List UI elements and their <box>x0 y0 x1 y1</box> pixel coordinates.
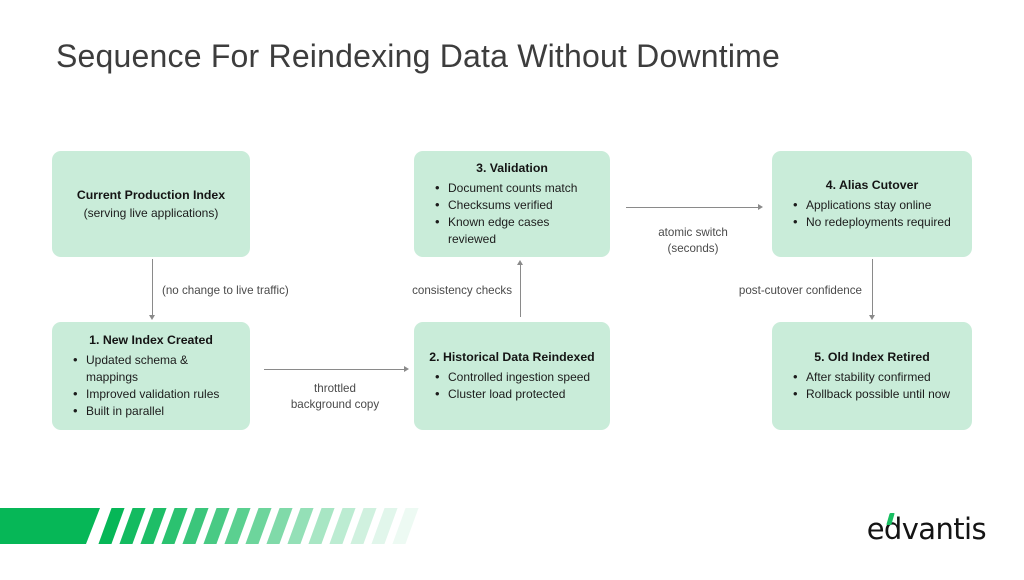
stripe <box>392 508 419 544</box>
logo-wordmark: edvantis <box>866 512 987 546</box>
connector-new-to-historical-line <box>264 369 406 370</box>
box-bullet-list: Updated schema & mappings Improved valid… <box>64 351 238 421</box>
list-item: Checksums verified <box>435 196 598 214</box>
box-alias-cutover: 4. Alias Cutover Applications stay onlin… <box>772 151 972 257</box>
connector-validation-to-alias-arrowhead <box>758 204 763 210</box>
box-bullet-list: Controlled ingestion speed Cluster load … <box>426 368 598 404</box>
box-title: 2. Historical Data Reindexed <box>429 350 595 365</box>
list-item: Built in parallel <box>73 402 238 420</box>
box-bullet-list: Applications stay online No redeployment… <box>784 196 960 232</box>
list-item: Document counts match <box>435 179 598 197</box>
list-item: Rollback possible until now <box>793 385 960 403</box>
page-title: Sequence For Reindexing Data Without Dow… <box>56 38 781 74</box>
box-current-production-index: Current Production Index (serving live a… <box>52 151 250 257</box>
connector-label-post-cutover-confidence: post-cutover confidence <box>738 284 862 297</box>
list-item: Controlled ingestion speed <box>435 368 598 386</box>
connector-label-consistency-checks: consistency checks <box>412 284 512 297</box>
list-item: Applications stay online <box>793 196 960 214</box>
connector-validation-to-alias-line <box>626 207 760 208</box>
list-item: After stability confirmed <box>793 368 960 386</box>
connector-alias-to-retired-arrowhead <box>869 315 875 320</box>
connector-new-to-historical-arrowhead <box>404 366 409 372</box>
box-new-index-created: 1. New Index Created Updated schema & ma… <box>52 322 250 430</box>
connector-label-no-change-to-live-traffic: (no change to live traffic) <box>162 284 289 297</box>
connector-alias-to-retired-line <box>872 259 873 317</box>
box-historical-data-reindexed: 2. Historical Data Reindexed Controlled … <box>414 322 610 430</box>
connector-historical-to-validation-arrowhead <box>517 260 523 265</box>
box-title: 5. Old Index Retired <box>814 350 930 365</box>
connector-current-to-new-line <box>152 259 153 317</box>
connector-historical-to-validation-line <box>520 265 521 317</box>
list-item: Known edge cases reviewed <box>435 213 598 248</box>
connector-current-to-new-arrowhead <box>149 315 155 320</box>
box-bullet-list: After stability confirmed Rollback possi… <box>784 368 960 404</box>
connector-label-atomic-switch: atomic switch (seconds) <box>658 226 728 255</box>
edvantis-logo: edvantis <box>866 512 987 546</box>
connector-label-throttled-background-copy: throttled background copy <box>290 382 380 411</box>
list-item: Cluster load protected <box>435 385 598 403</box>
box-title: 1. New Index Created <box>89 333 213 348</box>
list-item: No redeployments required <box>793 213 960 231</box>
box-bullet-list: Document counts match Checksums verified… <box>426 179 598 248</box>
box-subtitle: (serving live applications) <box>83 205 219 220</box>
footer-stripe-decoration <box>0 508 420 544</box>
box-validation: 3. Validation Document counts match Chec… <box>414 151 610 257</box>
box-title: 4. Alias Cutover <box>825 178 919 193</box>
stripe-solid-block <box>0 508 100 544</box>
box-title: 3. Validation <box>476 161 548 176</box>
list-item: Updated schema & mappings <box>73 351 238 386</box>
box-title: Current Production Index <box>76 188 226 203</box>
box-old-index-retired: 5. Old Index Retired After stability con… <box>772 322 972 430</box>
list-item: Improved validation rules <box>73 385 238 403</box>
